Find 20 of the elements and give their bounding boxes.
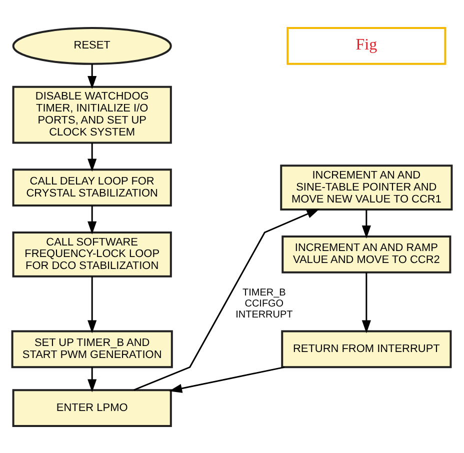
node-ellipse: RESET xyxy=(12,26,172,64)
node-box: CALL DELAY LOOP FOR CRYSTAL STABILIZATION xyxy=(12,168,172,206)
arrow xyxy=(134,208,320,390)
arrow xyxy=(88,142,97,172)
node-box: DISABLE WATCHDOG TIMER, INITIALIZE I/O PORTS, AND SET UP CLOCK SYSTEM xyxy=(12,85,172,144)
node-box: INCREMENT AN AND SINE-TABLE POINTER AND MOVE NEW VALUE TO CCR1 xyxy=(280,164,453,210)
node-box: ENTER LPMO xyxy=(12,388,172,426)
edge-label: TIMER_B CCIFGO INTERRUPT xyxy=(236,286,293,320)
node-box: SET UP TIMER_B AND START PWM GENERATION xyxy=(11,330,173,368)
arrow xyxy=(88,276,97,333)
node-box: INCREMENT AN AND RAMP VALUE AND MOVE TO CCR2 xyxy=(282,234,452,273)
node-box: Fig xyxy=(286,26,446,64)
node-box: RETURN FROM INTERRUPT xyxy=(281,330,452,368)
arrow xyxy=(88,205,97,234)
node-box: CALL SOFTWARE FREQUENCY-LOCK LOOP FOR DCO STABILIZATION xyxy=(12,230,172,277)
arrow xyxy=(88,366,97,392)
arrow xyxy=(362,272,371,333)
arrow xyxy=(169,366,285,392)
arrow xyxy=(88,64,97,89)
arrow xyxy=(362,209,371,238)
